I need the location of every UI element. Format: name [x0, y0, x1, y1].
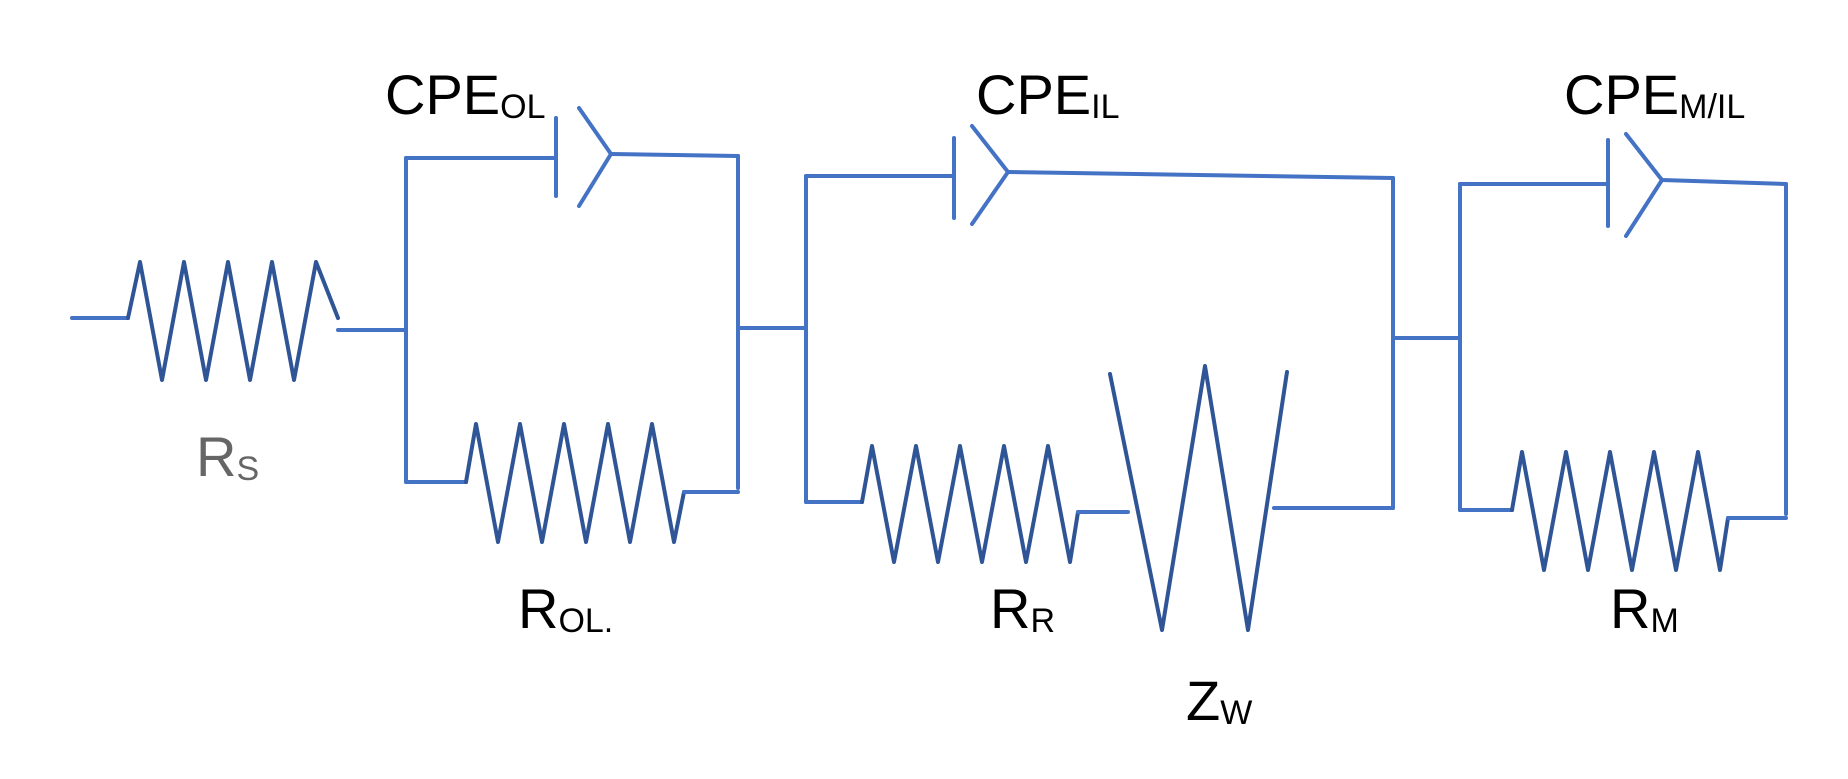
rs-zigzag [126, 260, 340, 382]
z-w-label: ZW [1186, 669, 1252, 732]
r-r-zigzag [860, 444, 1080, 564]
cpe-ol-right-wire [609, 152, 740, 158]
cpe-il-label: CPEIL [976, 63, 1120, 126]
r-ol-label: ROL. [518, 577, 613, 640]
cpe-mil-angle [1624, 132, 1664, 238]
r-m-label: RM [1610, 577, 1679, 640]
rs-resistor [70, 260, 408, 382]
cpe-mil-right-wire [1660, 178, 1788, 186]
r-m-zigzag [1510, 450, 1730, 572]
cpe-il-angle [970, 124, 1010, 226]
rs-label: RS [196, 425, 259, 488]
cpe-ol-angle [577, 106, 613, 208]
r-r-label: RR [990, 577, 1055, 640]
block-m [1458, 132, 1788, 572]
cpe-il-right-wire [1006, 170, 1395, 180]
cpe-mil-label: CPEM/IL [1564, 63, 1745, 126]
cpe-ol-label: CPEOL [385, 63, 546, 126]
r-ol-zigzag [464, 422, 686, 544]
block-ol [404, 106, 740, 544]
zw-warburg-element [1108, 364, 1289, 632]
block-il [804, 124, 1395, 632]
